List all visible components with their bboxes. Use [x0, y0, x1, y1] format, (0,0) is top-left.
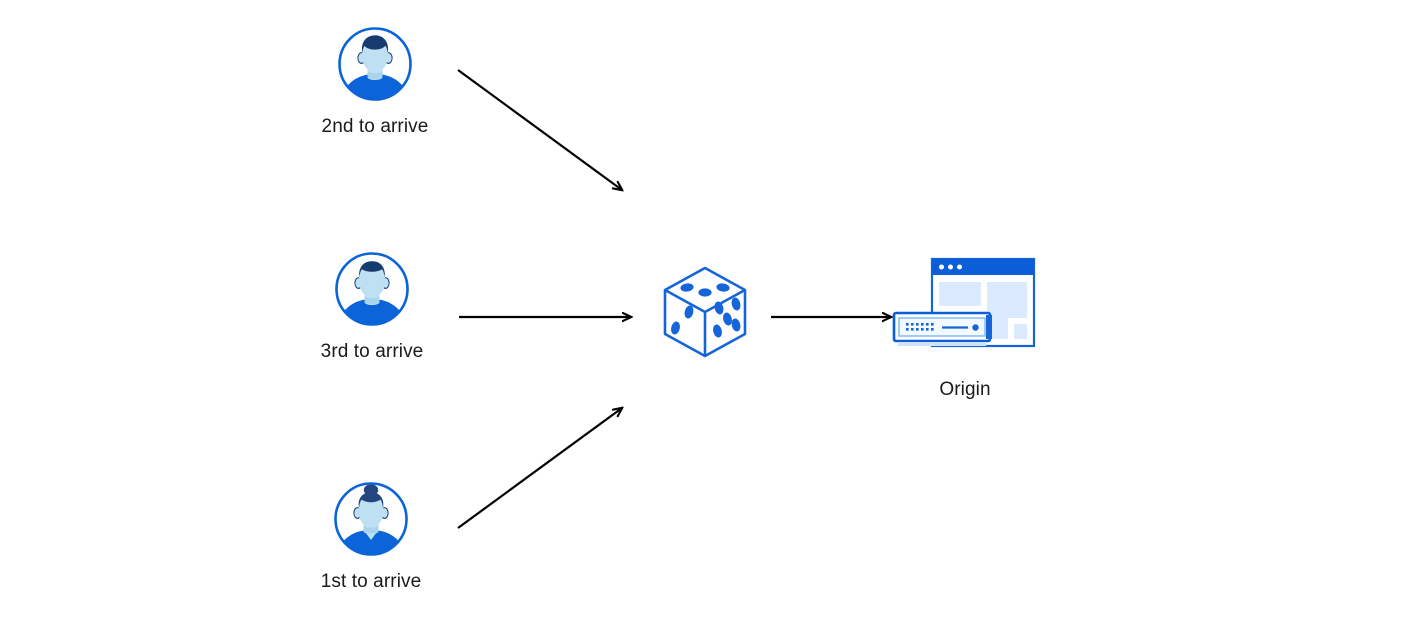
- node-origin: Origin: [885, 255, 1045, 401]
- user-avatar-icon: [333, 250, 411, 328]
- user-avatar-icon: [332, 480, 410, 558]
- node-label-user-1st: 1st to arrive: [320, 571, 422, 592]
- node-random-dice: [655, 262, 755, 362]
- node-label-user-2nd: 2nd to arrive: [321, 116, 429, 137]
- node-label-origin: Origin: [939, 379, 991, 400]
- router-device-graphic: [892, 311, 992, 346]
- node-user-2nd: 2nd to arrive: [285, 25, 465, 138]
- node-user-1st: 1st to arrive: [281, 480, 461, 593]
- arrow-1st-to-dice: [457, 408, 622, 529]
- node-label-user-3rd: 3rd to arrive: [320, 341, 424, 362]
- origin-server-icon: [890, 255, 1040, 365]
- dice-icon: [657, 262, 753, 362]
- node-user-3rd: 3rd to arrive: [282, 250, 462, 363]
- user-avatar-icon: [336, 25, 414, 103]
- arrow-2nd-to-dice: [457, 69, 622, 190]
